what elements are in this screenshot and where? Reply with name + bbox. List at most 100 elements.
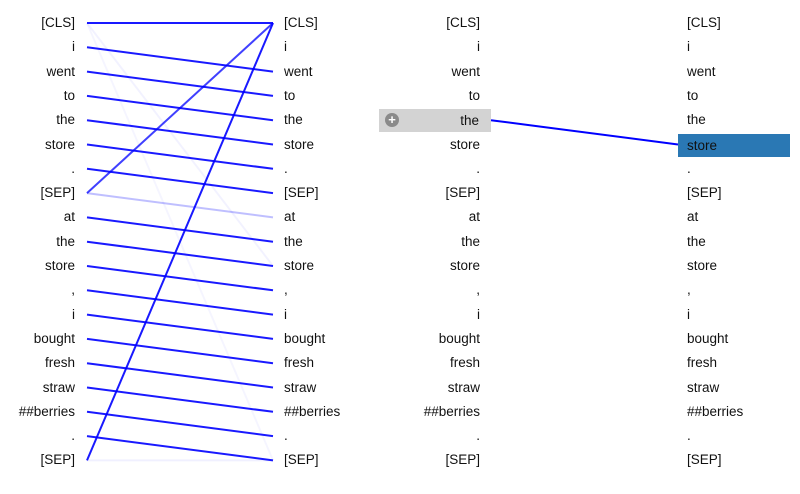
left-key-token[interactable]: ##berries — [284, 402, 364, 422]
token-label: . — [71, 428, 75, 444]
right-query-token[interactable]: store — [380, 256, 480, 276]
right-key-token[interactable]: [SEP] — [687, 183, 787, 203]
left-query-token[interactable]: , — [0, 280, 75, 300]
right-key-token[interactable]: at — [687, 207, 787, 227]
right-key-token[interactable]: store — [687, 256, 787, 276]
right-key-token[interactable]: to — [687, 86, 787, 106]
left-key-token[interactable]: i — [284, 37, 364, 57]
right-key-token[interactable]: i — [687, 305, 787, 325]
right-key-token[interactable]: bought — [687, 329, 787, 349]
right-key-token[interactable]: fresh — [687, 353, 787, 373]
right-key-token[interactable]: the — [687, 110, 787, 130]
token-label: the — [56, 112, 75, 128]
right-query-token[interactable]: i — [380, 305, 480, 325]
attention-edge — [86, 240, 274, 267]
left-key-token[interactable]: fresh — [284, 353, 364, 373]
plus-circle-icon[interactable]: + — [385, 113, 399, 128]
right-query-token[interactable]: store — [380, 135, 480, 155]
token-label: bought — [33, 330, 75, 346]
token-label: the — [461, 233, 480, 249]
right-key-token[interactable]: [SEP] — [687, 450, 787, 470]
selected-query-token[interactable]: the+ — [379, 109, 491, 133]
left-query-token[interactable]: i — [0, 305, 75, 325]
token-label: straw — [42, 379, 75, 395]
left-key-token[interactable]: [SEP] — [284, 183, 364, 203]
right-query-token[interactable]: [SEP] — [380, 450, 480, 470]
right-key-token[interactable]: i — [687, 37, 787, 57]
left-query-token[interactable]: store — [0, 256, 75, 276]
right-query-token[interactable]: to — [380, 86, 480, 106]
left-key-token[interactable]: . — [284, 159, 364, 179]
right-query-token[interactable]: . — [380, 159, 480, 179]
left-key-token[interactable]: i — [284, 305, 364, 325]
right-key-token[interactable]: . — [687, 426, 787, 446]
left-key-token[interactable]: went — [284, 62, 364, 82]
left-query-token[interactable]: the — [0, 232, 75, 252]
right-query-token[interactable]: went — [380, 62, 480, 82]
attention-edge — [86, 216, 274, 243]
right-key-token[interactable]: ##berries — [687, 402, 787, 422]
token-label: to — [468, 87, 480, 103]
left-query-token[interactable]: to — [0, 86, 75, 106]
left-query-token[interactable]: at — [0, 207, 75, 227]
left-key-token[interactable]: bought — [284, 329, 364, 349]
left-key-token[interactable]: . — [284, 426, 364, 446]
attention-edge — [86, 22, 274, 461]
right-key-token[interactable]: [CLS] — [687, 13, 787, 33]
right-query-token[interactable]: fresh — [380, 353, 480, 373]
right-query-token[interactable]: . — [380, 426, 480, 446]
token-label: to — [284, 87, 296, 103]
left-query-token[interactable]: . — [0, 159, 75, 179]
token-label: the — [284, 233, 303, 249]
left-key-token[interactable]: the — [284, 232, 364, 252]
right-key-token[interactable]: straw — [687, 378, 787, 398]
left-key-token[interactable]: , — [284, 280, 364, 300]
right-key-token[interactable]: . — [687, 159, 787, 179]
left-query-token[interactable]: store — [0, 135, 75, 155]
token-label: to — [687, 87, 699, 103]
right-query-token[interactable]: straw — [380, 378, 480, 398]
right-query-token[interactable]: , — [380, 280, 480, 300]
token-label: [CLS] — [41, 15, 75, 30]
token-label: the — [56, 233, 75, 249]
left-key-token[interactable]: straw — [284, 378, 364, 398]
right-query-token[interactable]: ##berries — [380, 402, 480, 422]
left-key-token[interactable]: to — [284, 86, 364, 106]
token-label: i — [284, 306, 287, 322]
left-query-token[interactable]: [CLS] — [0, 13, 75, 33]
left-query-token[interactable]: bought — [0, 329, 75, 349]
right-key-token[interactable]: the — [687, 232, 787, 252]
left-key-token[interactable]: the — [284, 110, 364, 130]
left-key-token[interactable]: [SEP] — [284, 450, 364, 470]
token-label: ##berries — [687, 403, 744, 419]
right-key-token[interactable]: went — [687, 62, 787, 82]
left-query-token[interactable]: ##berries — [0, 402, 75, 422]
token-label: . — [476, 160, 480, 176]
token-label: went — [451, 63, 480, 79]
right-query-token[interactable]: [CLS] — [380, 13, 480, 33]
right-query-token[interactable]: bought — [380, 329, 480, 349]
left-query-token[interactable]: straw — [0, 378, 75, 398]
left-query-token[interactable]: i — [0, 37, 75, 57]
right-query-token[interactable]: [SEP] — [380, 183, 480, 203]
token-label: fresh — [284, 355, 315, 371]
left-query-token[interactable]: the — [0, 110, 75, 130]
token-label: . — [284, 160, 288, 176]
left-key-token[interactable]: store — [284, 256, 364, 276]
left-key-token[interactable]: store — [284, 135, 364, 155]
left-query-token[interactable]: [SEP] — [0, 183, 75, 203]
left-query-token[interactable]: went — [0, 62, 75, 82]
left-key-token[interactable]: [CLS] — [284, 13, 364, 33]
token-label: i — [477, 306, 480, 322]
left-key-token[interactable]: at — [284, 207, 364, 227]
right-query-token[interactable]: at — [380, 207, 480, 227]
right-query-token[interactable]: the — [380, 232, 480, 252]
left-query-token[interactable]: . — [0, 426, 75, 446]
selected-key-token[interactable]: store — [678, 133, 790, 157]
left-query-token[interactable]: [SEP] — [0, 450, 75, 470]
token-label: store — [687, 137, 718, 153]
left-query-token[interactable]: fresh — [0, 353, 75, 373]
right-query-token[interactable]: i — [380, 37, 480, 57]
right-key-token[interactable]: , — [687, 280, 787, 300]
token-label: store — [44, 136, 75, 152]
